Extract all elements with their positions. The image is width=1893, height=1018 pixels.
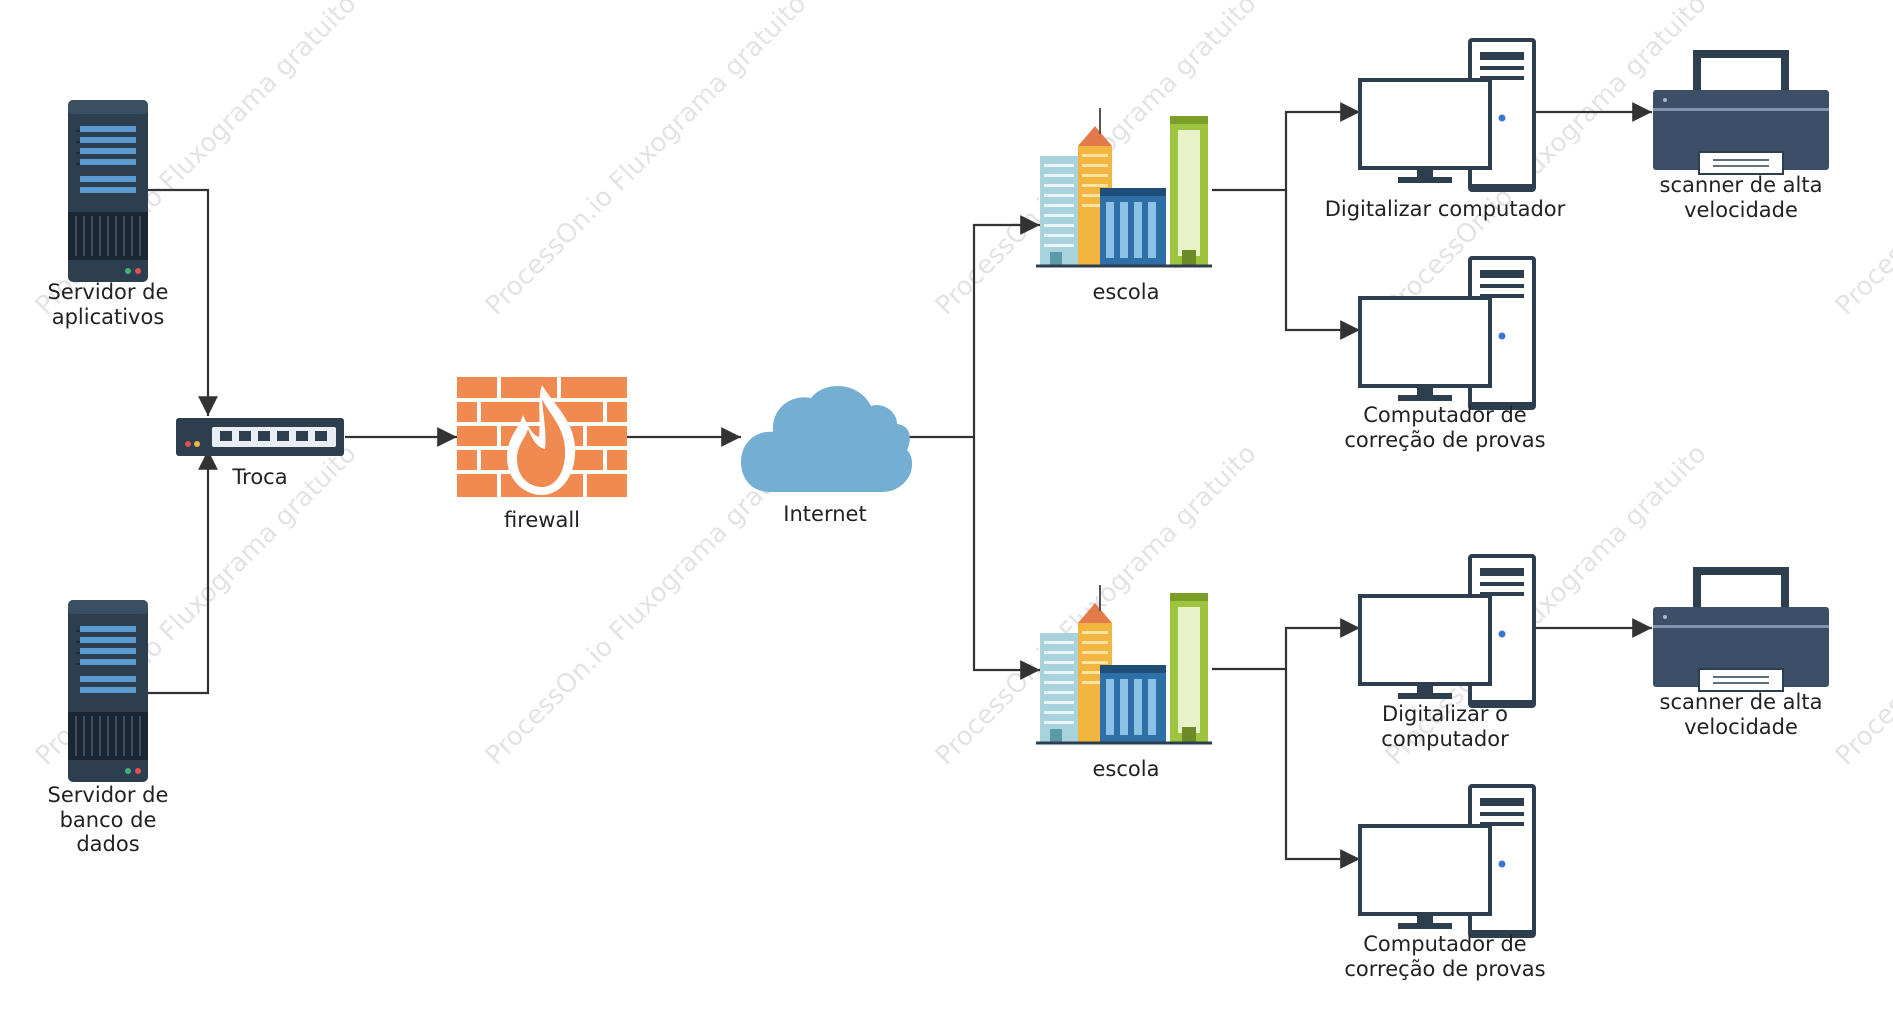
firewall-icon[interactable] <box>457 377 627 497</box>
pc-grade-bottom-label: Computador de correção de provas <box>1305 932 1585 981</box>
edge-school-bottom-pc-grade <box>1284 669 1360 869</box>
server-icon[interactable] <box>67 99 149 283</box>
label-line: scanner de alta <box>1659 173 1823 197</box>
label-line: correção de provas <box>1344 427 1546 452</box>
label-line: Computador de <box>1363 932 1527 956</box>
computer-icon[interactable] <box>1358 38 1536 192</box>
scanner-bottom-label: scanner de alta velocidade <box>1641 690 1841 739</box>
firewall-label: firewall <box>503 508 581 532</box>
label-line: velocidade <box>1684 197 1798 222</box>
label-line: banco de <box>59 807 157 832</box>
label-line: correção de provas <box>1344 956 1546 981</box>
label-line: scanner de alta <box>1659 690 1823 714</box>
edge-internet-school-bottom <box>972 437 1040 680</box>
internet-label: Internet <box>783 502 867 526</box>
label-line: Digitalizar o <box>1382 702 1508 726</box>
label-line: Digitalizar computador <box>1324 197 1566 221</box>
server-icon[interactable] <box>67 599 149 783</box>
scanner-top-label: scanner de alta velocidade <box>1641 173 1841 222</box>
label-line: computador <box>1381 726 1509 751</box>
edge-db-server-switch <box>148 450 218 695</box>
app-server-label: Servidor de aplicativos <box>28 280 188 329</box>
pc-scan-top-label: Digitalizar computador <box>1305 197 1585 222</box>
printer-icon[interactable] <box>1652 49 1830 175</box>
pc-scan-bottom-label: Digitalizar o computador <box>1305 702 1585 751</box>
computer-icon[interactable] <box>1358 554 1536 708</box>
label-line: Servidor de <box>47 280 169 304</box>
label-line: Servidor de <box>47 783 169 807</box>
label-line: velocidade <box>1684 714 1798 739</box>
switch-icon[interactable] <box>176 418 344 456</box>
label-line: aplicativos <box>51 304 165 329</box>
buildings-icon[interactable] <box>1034 583 1214 745</box>
school-top-label: escola <box>1092 280 1160 304</box>
cloud-icon[interactable] <box>741 386 913 492</box>
edge-school-top-pc-grade <box>1284 190 1360 340</box>
label-line: Computador de <box>1363 403 1527 427</box>
pc-grade-top-label: Computador de correção de provas <box>1305 403 1585 452</box>
edge-group <box>148 102 1652 869</box>
db-server-label: Servidor de banco de dados <box>28 783 188 857</box>
switch-label: Troca <box>232 465 288 489</box>
edge-app-server-switch <box>148 188 218 416</box>
edge-internet-school-top <box>908 215 1040 439</box>
edge-school-bottom-pc-scan <box>1212 618 1360 671</box>
buildings-icon[interactable] <box>1034 106 1214 268</box>
printer-icon[interactable] <box>1652 566 1830 692</box>
school-bottom-label: escola <box>1092 757 1160 781</box>
edge-school-top-pc-scan <box>1212 102 1360 192</box>
computer-icon[interactable] <box>1358 784 1536 938</box>
computer-icon[interactable] <box>1358 256 1536 410</box>
label-line: dados <box>76 832 140 856</box>
